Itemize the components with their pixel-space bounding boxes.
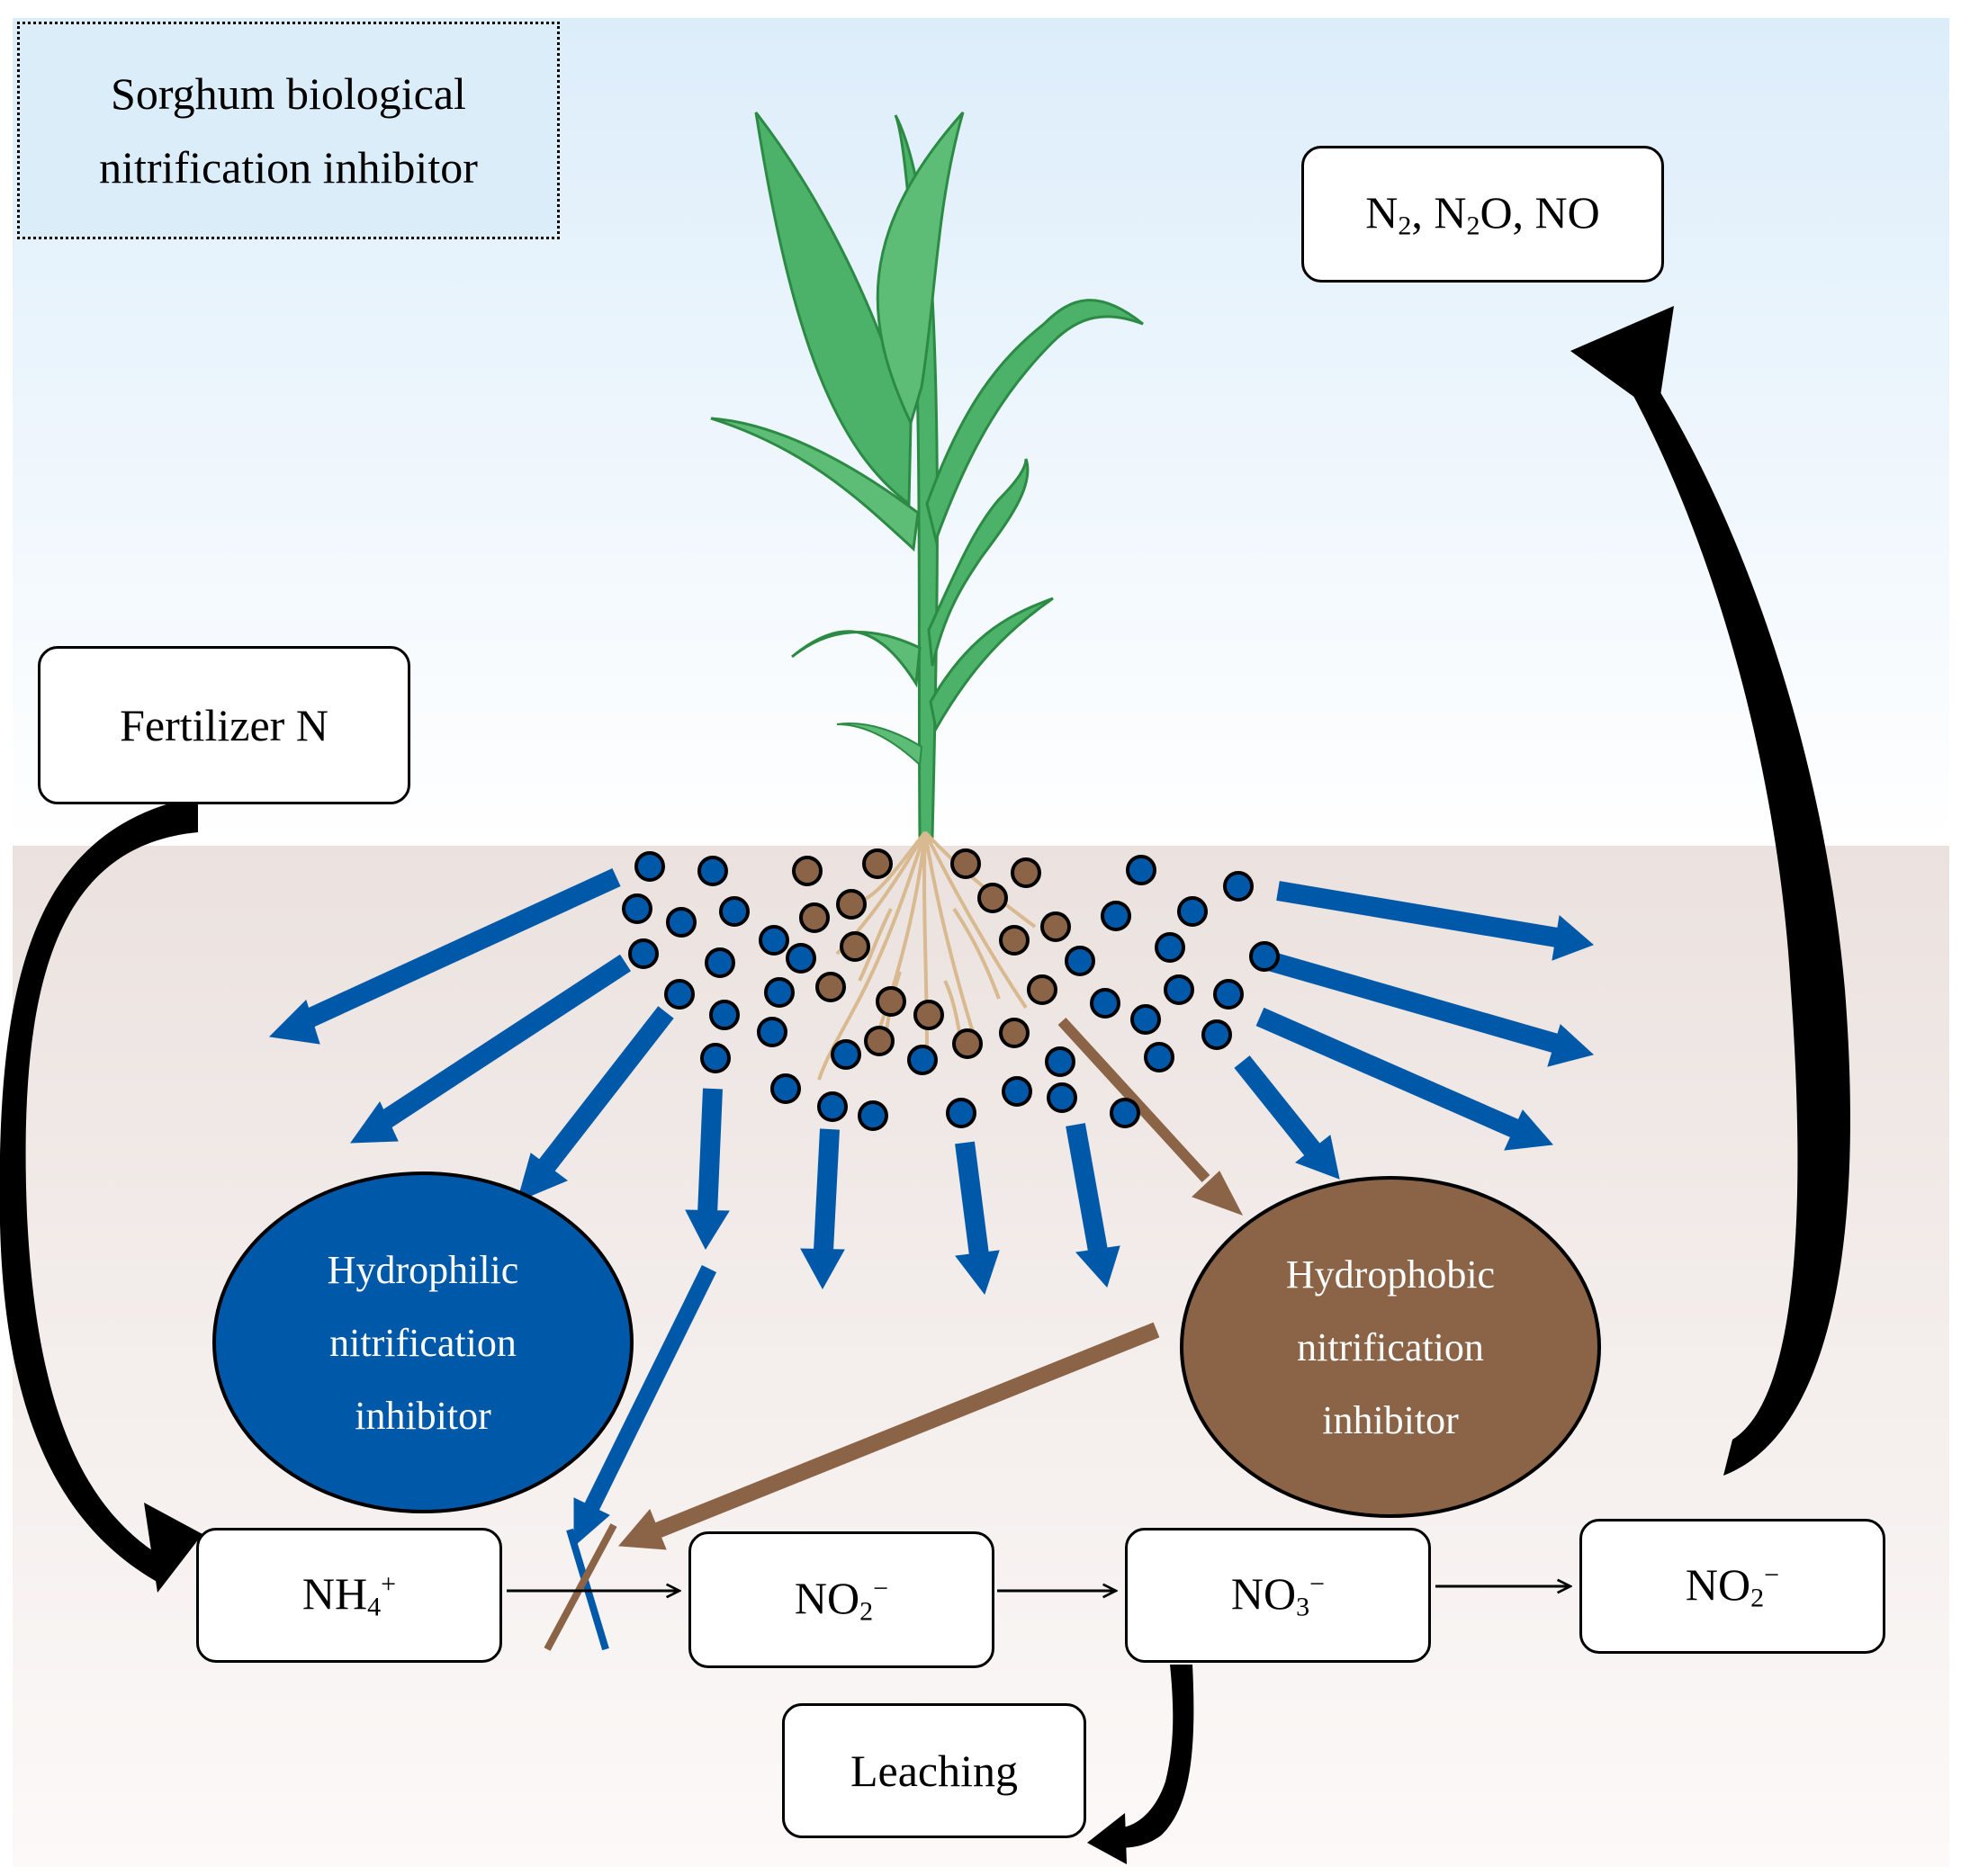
hydrophilic-label: Hydrophilic nitrification inhibitor <box>327 1247 519 1438</box>
diagram-title-box: Sorghum biological nitrification inhibit… <box>17 22 560 239</box>
hydrophobic-diffusion-arrow <box>1057 1017 1244 1216</box>
blue-arrow-right-1 <box>1234 1055 1340 1180</box>
blue-arrow-left-1 <box>268 868 621 1045</box>
hydrophilic-inhibition-arrow <box>573 1265 717 1548</box>
blue-arrow-left-2 <box>350 954 632 1144</box>
no3-label: NO3− <box>1230 1568 1326 1622</box>
gases-label: N2, N2O, NO <box>1365 187 1600 241</box>
process-arrows <box>507 1586 1570 1591</box>
nh4-label: NH4+ <box>301 1568 397 1622</box>
blue-arrow-down-2 <box>800 1128 845 1290</box>
blue-arrow-down-3 <box>955 1141 1000 1296</box>
blue-arrow-right-3 <box>1256 948 1595 1067</box>
no2-box-first: NO2− <box>688 1531 994 1668</box>
no2-to-gases-arrow <box>1570 306 1850 1476</box>
title-line-1: Sorghum biological <box>111 68 466 119</box>
blue-arrow-down-1 <box>685 1088 730 1251</box>
leaching-label: Leaching <box>850 1746 1018 1796</box>
blue-arrow-down-4 <box>1066 1123 1120 1288</box>
hydrophilic-diffusion-arrows <box>268 868 1595 1296</box>
sorghum-plant-icon <box>710 112 1144 839</box>
blue-arrow-left-3 <box>517 1006 674 1202</box>
blue-arrow-right-4 <box>1276 881 1594 961</box>
gases-box: N2, N2O, NO <box>1301 146 1664 283</box>
blue-arrow-right-2 <box>1255 1007 1554 1151</box>
no2-label-second: NO2− <box>1685 1559 1780 1613</box>
no3-box: NO3− <box>1125 1528 1431 1663</box>
title-line-2: nitrification inhibitor <box>99 142 478 193</box>
hydrophilic-inhibitor-oval <box>212 1171 634 1513</box>
hydrophobic-inhibition-arrow <box>617 1322 1160 1550</box>
fertilizer-label: Fertilizer N <box>120 700 328 750</box>
hydrophobic-inhibitor-oval <box>1180 1176 1601 1518</box>
fertilizer-to-nh4-arrow <box>0 796 202 1593</box>
hydrophobic-label: Hydrophobic nitrification inhibitor <box>1285 1252 1496 1442</box>
no3-to-leaching-arrow <box>1087 1665 1194 1864</box>
leaching-box: Leaching <box>782 1703 1086 1838</box>
no2-label-first: NO2− <box>794 1573 889 1627</box>
nh4-box: NH4+ <box>196 1528 502 1663</box>
fertilizer-box: Fertilizer N <box>38 646 410 804</box>
no2-box-second: NO2− <box>1579 1519 1885 1654</box>
inhibitor-dot-icon <box>622 848 1280 1131</box>
